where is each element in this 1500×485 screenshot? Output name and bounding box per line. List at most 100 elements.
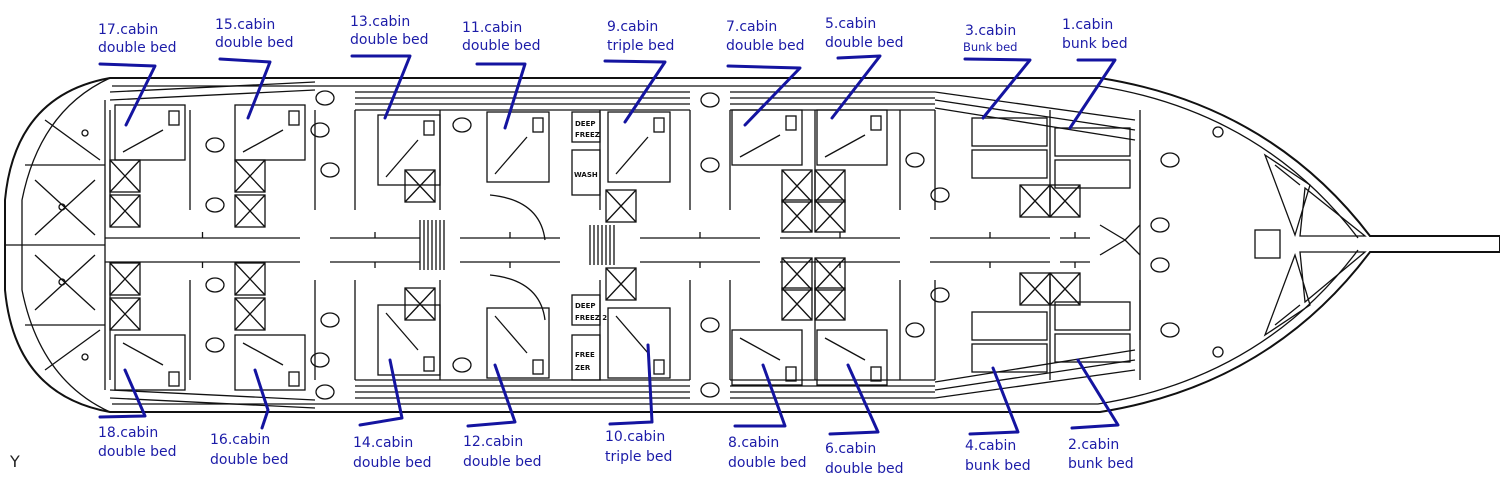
pillow-icon <box>168 371 180 387</box>
toilet-icon <box>315 384 335 400</box>
wardrobe-icon <box>814 169 846 203</box>
bed-icon <box>486 307 550 379</box>
room-box <box>571 149 601 196</box>
wardrobe-icon <box>109 262 141 296</box>
bed-icon <box>377 304 441 376</box>
toilet-icon <box>205 137 225 153</box>
wardrobe-icon <box>234 159 266 193</box>
svg-text:ZER: ZER <box>575 364 591 372</box>
wardrobe-icon <box>109 159 141 193</box>
bed-icon <box>824 337 866 361</box>
svg-text:15.cabin: 15.cabin <box>215 17 275 33</box>
toilet-icon <box>700 157 720 173</box>
cabin-label-18: 18.cabin double bed <box>98 425 177 460</box>
wardrobe-icon <box>1019 184 1051 218</box>
svg-text:13.cabin: 13.cabin <box>350 14 410 30</box>
pillow-icon <box>288 371 300 387</box>
bed-icon <box>739 134 781 158</box>
wardrobe-icon <box>605 267 637 301</box>
svg-text:double bed: double bed <box>462 38 541 54</box>
toilet-icon <box>452 357 472 373</box>
bunk-bed-icon <box>971 117 1048 147</box>
svg-text:double bed: double bed <box>350 32 429 48</box>
bed-icon <box>486 111 550 183</box>
wardrobe-icon <box>234 262 266 296</box>
wardrobe-icon <box>404 169 436 203</box>
wardrobe-icon <box>781 257 813 291</box>
deep-freeze-label: DEEP <box>575 120 596 128</box>
bed-icon <box>122 129 164 153</box>
toilet-icon <box>205 197 225 213</box>
rail-line <box>109 397 316 409</box>
wardrobe-icon <box>109 194 141 228</box>
svg-text:double bed: double bed <box>215 35 294 51</box>
wardrobe-icon <box>1049 184 1081 218</box>
wardrobe-icon <box>109 262 141 296</box>
toilet-icon <box>315 90 335 106</box>
cabin-label-15: 15.cabin double bed <box>215 17 294 51</box>
toilet-icon <box>1160 152 1180 168</box>
rail-line <box>109 81 316 93</box>
svg-text:bunk bed: bunk bed <box>1068 456 1134 472</box>
svg-text:6.cabin: 6.cabin <box>825 441 876 457</box>
wardrobe-icon <box>109 194 141 228</box>
rail-line <box>934 349 1136 383</box>
rail-line <box>109 389 316 401</box>
pillow-icon <box>653 359 665 375</box>
wardrobe-icon <box>404 287 436 321</box>
rail-line <box>934 91 1136 121</box>
bunk-bed-icon <box>1054 333 1131 363</box>
bed-icon <box>234 104 306 161</box>
svg-text:double bed: double bed <box>825 35 904 51</box>
bed-icon <box>385 139 419 178</box>
svg-text:double bed: double bed <box>98 444 177 460</box>
deck-rails <box>109 81 1136 409</box>
wardrobe-icon <box>781 199 813 233</box>
svg-text:5.cabin: 5.cabin <box>825 16 876 32</box>
toilet-icon <box>905 322 925 338</box>
toilet-icon <box>700 317 720 333</box>
toilet-icon <box>320 162 340 178</box>
bed-icon <box>607 111 671 183</box>
wardrobe-icon <box>605 189 637 223</box>
toilet-icon <box>310 352 330 368</box>
toilet-icon <box>1160 322 1180 338</box>
wardrobe-icon <box>781 169 813 203</box>
bed-icon <box>494 136 528 175</box>
bow-area <box>1099 126 1367 358</box>
svg-text:double bed: double bed <box>726 38 805 54</box>
rail-line <box>934 369 1136 399</box>
wardrobe-icon <box>1049 272 1081 306</box>
bed-icon <box>122 342 164 366</box>
toilet-icon <box>205 277 225 293</box>
svg-text:Bunk bed: Bunk bed <box>963 40 1017 54</box>
toilet-icon <box>905 152 925 168</box>
bed-icon <box>824 134 866 158</box>
wardrobe-icon <box>404 169 436 203</box>
hatch <box>1254 229 1281 259</box>
toilet-icon <box>930 287 950 303</box>
svg-text:18.cabin: 18.cabin <box>98 425 158 441</box>
toilet-icon <box>205 337 225 353</box>
svg-text:9.cabin: 9.cabin <box>607 19 658 35</box>
wardrobe-icon <box>781 287 813 321</box>
cabin-label-5: 5.cabin double bed <box>825 16 904 51</box>
wardrobe-icon <box>109 297 141 331</box>
bunk-bed-icon <box>971 311 1048 341</box>
cabin-label-13: 13.cabin double bed <box>350 14 429 48</box>
bunk-bed-icon <box>1054 127 1131 157</box>
svg-text:11.cabin: 11.cabin <box>462 20 522 36</box>
freezer-label: FREE <box>575 351 595 359</box>
wardrobe-icon <box>109 297 141 331</box>
room-box <box>571 334 601 381</box>
svg-text:double bed: double bed <box>353 455 432 471</box>
wardrobe-icon <box>814 287 846 321</box>
wardrobe-icon <box>781 287 813 321</box>
